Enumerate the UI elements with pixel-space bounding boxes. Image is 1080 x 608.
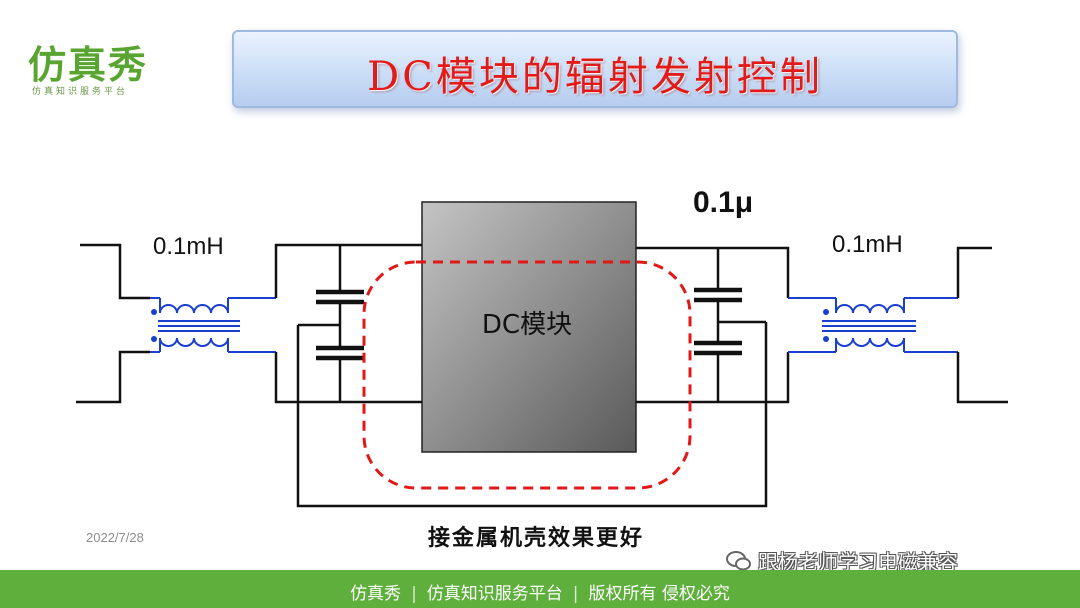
footer-platform: 仿真知识服务平台 [426,584,563,604]
dc-module-box [421,201,637,453]
footer-brand: 仿真秀 [350,584,402,604]
right-inductor-label: 0.1mH [832,231,903,258]
footer-rights: 版权所有 侵权必究 [588,584,730,604]
logo: 仿真秀 仿真知识服务平台 [16,28,162,98]
logo-tagline: 仿真知识服务平台 [32,87,129,97]
right-capacitor [694,287,742,356]
right-output-wires [956,246,1008,404]
title-banner: DC模块的辐射发射控制 [232,30,958,108]
left-capacitor [316,289,364,361]
dc-module-label: DC模块 [482,310,572,340]
slide-title: DC模块的辐射发射控制 [367,54,823,100]
radiation-loop [362,260,692,490]
left-input-wires [76,243,150,404]
footer-separator: | [572,584,579,604]
right-common-mode-inductor [788,297,958,353]
bottom-caption: 接金属机壳效果更好 [428,525,644,551]
footer-bar: 仿真秀 | 仿真知识服务平台 | 版权所有 侵权必究 [0,570,1080,608]
wechat-icon [726,550,752,577]
left-common-mode-inductor [150,297,276,353]
logo-name: 仿真秀 [28,43,149,87]
slide-date: 2022/7/28 [86,530,144,545]
footer-separator: | [411,584,417,604]
right-inner-wires [636,246,790,404]
capacitor-label: 0.1μ [693,186,753,219]
footer-text: 仿真秀 | 仿真知识服务平台 | 版权所有 侵权必究 [0,579,1080,604]
left-inner-wires [274,243,768,508]
left-inductor-label: 0.1mH [153,233,224,260]
